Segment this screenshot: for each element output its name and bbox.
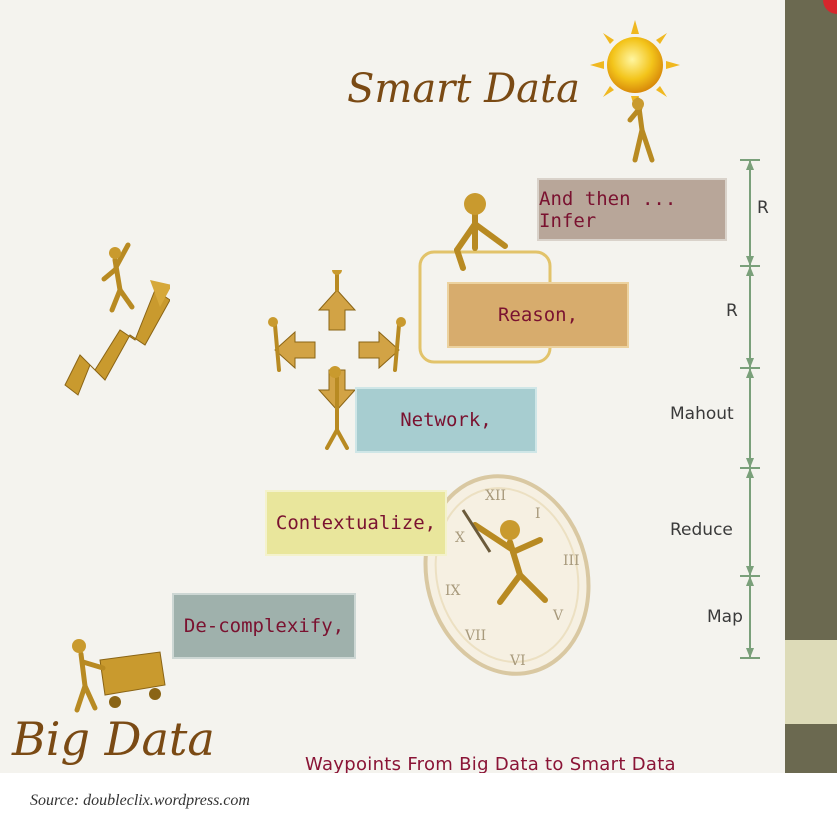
slide-caption: Waypoints From Big Data to Smart Data: [305, 754, 676, 773]
scale-label-r2: R: [726, 301, 738, 321]
scale-label-map: Map: [707, 607, 743, 627]
sidebar-stripe: [785, 640, 837, 724]
step-infer-box: And then ... Infer: [537, 178, 727, 241]
step-reason-box: Reason,: [447, 282, 629, 348]
svg-text:IX: IX: [445, 583, 461, 599]
big-data-title: Big Data: [12, 712, 215, 766]
footer-area: [0, 773, 837, 814]
scale-label-reduce: Reduce: [670, 520, 733, 540]
smart-data-title: Smart Data: [347, 66, 580, 112]
svg-text:XII: XII: [485, 488, 506, 504]
svg-text:I: I: [535, 506, 541, 522]
svg-text:VI: VI: [509, 653, 526, 669]
clock-illustration: XII I III V VI VII IX X: [423, 474, 591, 676]
svg-text:X: X: [455, 530, 465, 546]
scale-bracket: [740, 159, 760, 659]
cart-figure-illustration: [72, 639, 166, 713]
scale-label-mahout: Mahout: [670, 404, 734, 424]
svg-text:III: III: [563, 553, 580, 569]
svg-text:VII: VII: [464, 628, 486, 644]
rising-arrow-illustration: [64, 242, 170, 396]
slide-sidebar: [785, 0, 837, 773]
puzzle-figures-illustration: [268, 270, 406, 450]
source-credit: Source: doubleclix.wordpress.com: [30, 792, 250, 809]
slide: XII I III V VI VII IX X: [0, 0, 785, 773]
step-network-box: Network,: [355, 387, 537, 453]
sun-illustration: [590, 20, 680, 163]
step-decomplexify-box: De-complexify,: [172, 593, 356, 659]
step-contextualize-box: Contextualize,: [265, 490, 447, 556]
svg-text:V: V: [552, 608, 564, 624]
scale-label-r1: R: [757, 198, 769, 218]
